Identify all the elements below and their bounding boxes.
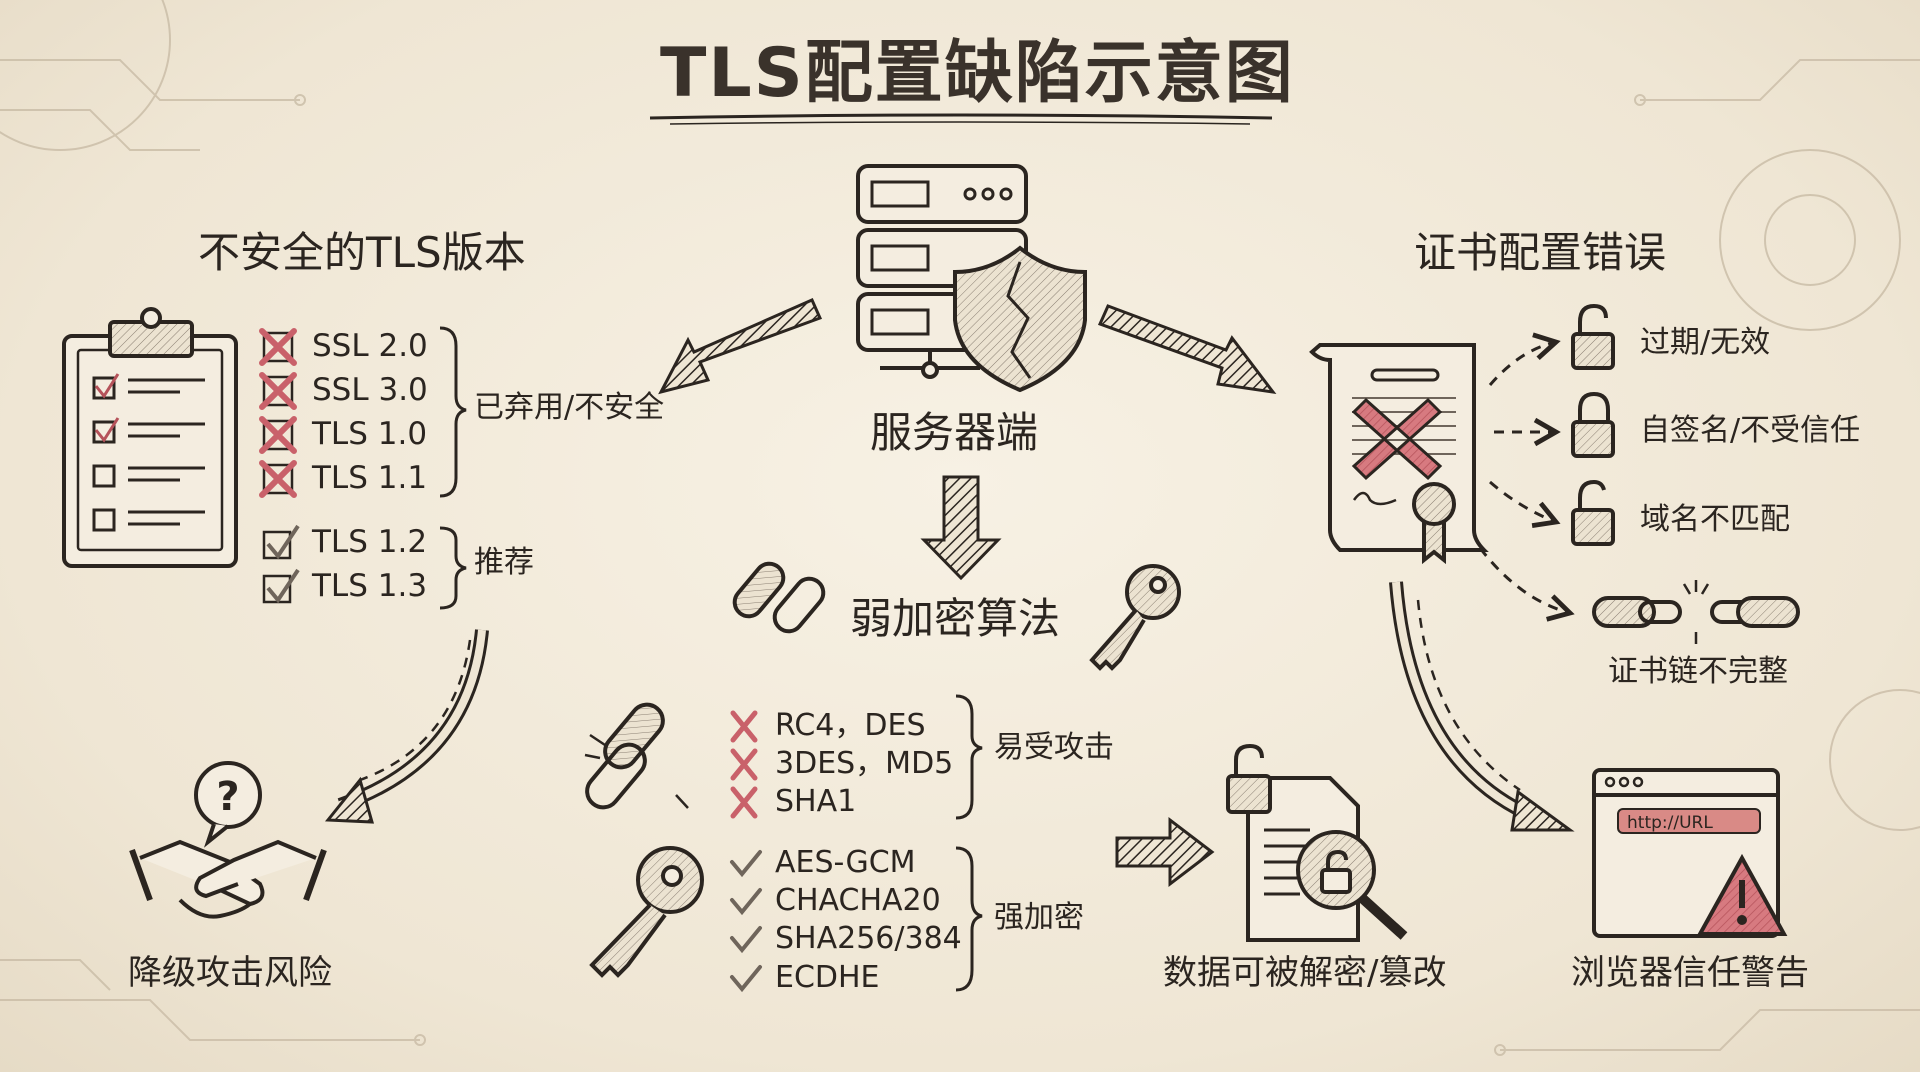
- clipboard-icon: [62, 307, 238, 568]
- cracked-key-icon: [589, 846, 704, 978]
- data-decryption-label: 数据可被解密/篡改: [1163, 953, 1447, 993]
- strong-cipher-check-marks: [730, 850, 762, 993]
- downgrade-risk-label: 降级攻击风险: [128, 953, 332, 993]
- insecure-label: 已弃用/不安全: [474, 390, 665, 425]
- arrow-to-right: [1097, 304, 1277, 395]
- broken-chain-icon: [732, 561, 826, 634]
- arrow-to-left: [658, 298, 823, 395]
- broken-chain-icon-2: [584, 702, 689, 810]
- cert-chain-label: 证书链不完整: [1608, 654, 1788, 689]
- weak-cipher-item: 3DES，MD5: [775, 746, 954, 781]
- version-item: SSL 3.0: [312, 372, 428, 408]
- insecure-x-marks: [259, 328, 300, 604]
- section-heading-weak-ciphers: 弱加密算法: [850, 594, 1061, 643]
- checkbox-check-icon: [262, 530, 292, 560]
- weak-cipher-item: RC4，DES: [775, 708, 926, 743]
- strong-encryption-label: 强加密: [994, 900, 1084, 935]
- checkbox-x-icon: [262, 375, 294, 407]
- vulnerable-label: 易受攻击: [994, 730, 1114, 765]
- section-heading-certificate: 证书配置错误: [1414, 228, 1667, 277]
- recommended-label: 推荐: [474, 545, 534, 580]
- page-title: TLS配置缺陷示意图: [660, 34, 1295, 113]
- title-underline: [649, 113, 1273, 120]
- arrow-down: [920, 475, 1002, 581]
- weak-cipher-item: SHA1: [775, 784, 857, 819]
- red-x-icon: [259, 372, 297, 410]
- certificate-icon: [1309, 343, 1489, 565]
- red-x-icon: [259, 328, 297, 366]
- checkbox-x-icon: [262, 331, 294, 363]
- cert-issue-expired: 过期/无效: [1640, 325, 1771, 360]
- strong-cipher-item: AES-GCM: [775, 845, 916, 880]
- browser-url-bar: http://URL: [1617, 808, 1761, 834]
- version-item: TLS 1.3: [312, 568, 428, 604]
- checkbox-check-icon: [262, 574, 292, 604]
- handshake-icon: [129, 839, 327, 919]
- arrow-to-document: [1115, 816, 1215, 888]
- version-item: TLS 1.0: [312, 416, 428, 452]
- check-icon: [266, 524, 300, 560]
- version-item: TLS 1.2: [312, 524, 428, 560]
- strong-cipher-item: ECDHE: [775, 960, 880, 995]
- browser-warning-label: 浏览器信任警告: [1571, 953, 1809, 993]
- red-x-icon: [259, 416, 297, 454]
- server-label: 服务器端: [870, 408, 1039, 457]
- brace-ciphers: [955, 694, 983, 992]
- checkbox-x-icon: [262, 463, 294, 495]
- broken-shield-icon: [953, 245, 1087, 393]
- svg-text:?: ?: [216, 774, 239, 820]
- version-item: TLS 1.1: [312, 460, 428, 496]
- certificate-dashed-arrows: [1478, 332, 1575, 622]
- document-magnifier-icon: [1226, 743, 1408, 942]
- checkbox-x-icon: [262, 419, 294, 451]
- cert-issue-domain-mismatch: 域名不匹配: [1640, 502, 1790, 537]
- question-bubble-icon: ?: [194, 761, 262, 848]
- brace-insecure: [439, 326, 467, 610]
- warning-icon: [1696, 853, 1788, 936]
- broken-cert-chain-icon: [1592, 580, 1800, 644]
- version-item: SSL 2.0: [312, 328, 428, 364]
- strong-cipher-item: CHACHA20: [775, 883, 941, 918]
- trust-arrow: [1389, 581, 1533, 822]
- cert-issue-self-signed: 自签名/不受信任: [1640, 413, 1861, 448]
- strong-cipher-item: SHA256/384: [775, 921, 962, 956]
- red-x-icon: [259, 460, 297, 498]
- lock-icons: [1571, 303, 1615, 546]
- section-heading-tls-versions: 不安全的TLS版本: [198, 228, 526, 277]
- key-icon: [1089, 564, 1181, 671]
- weak-cipher-x-marks: [730, 710, 758, 819]
- check-icon: [266, 568, 300, 604]
